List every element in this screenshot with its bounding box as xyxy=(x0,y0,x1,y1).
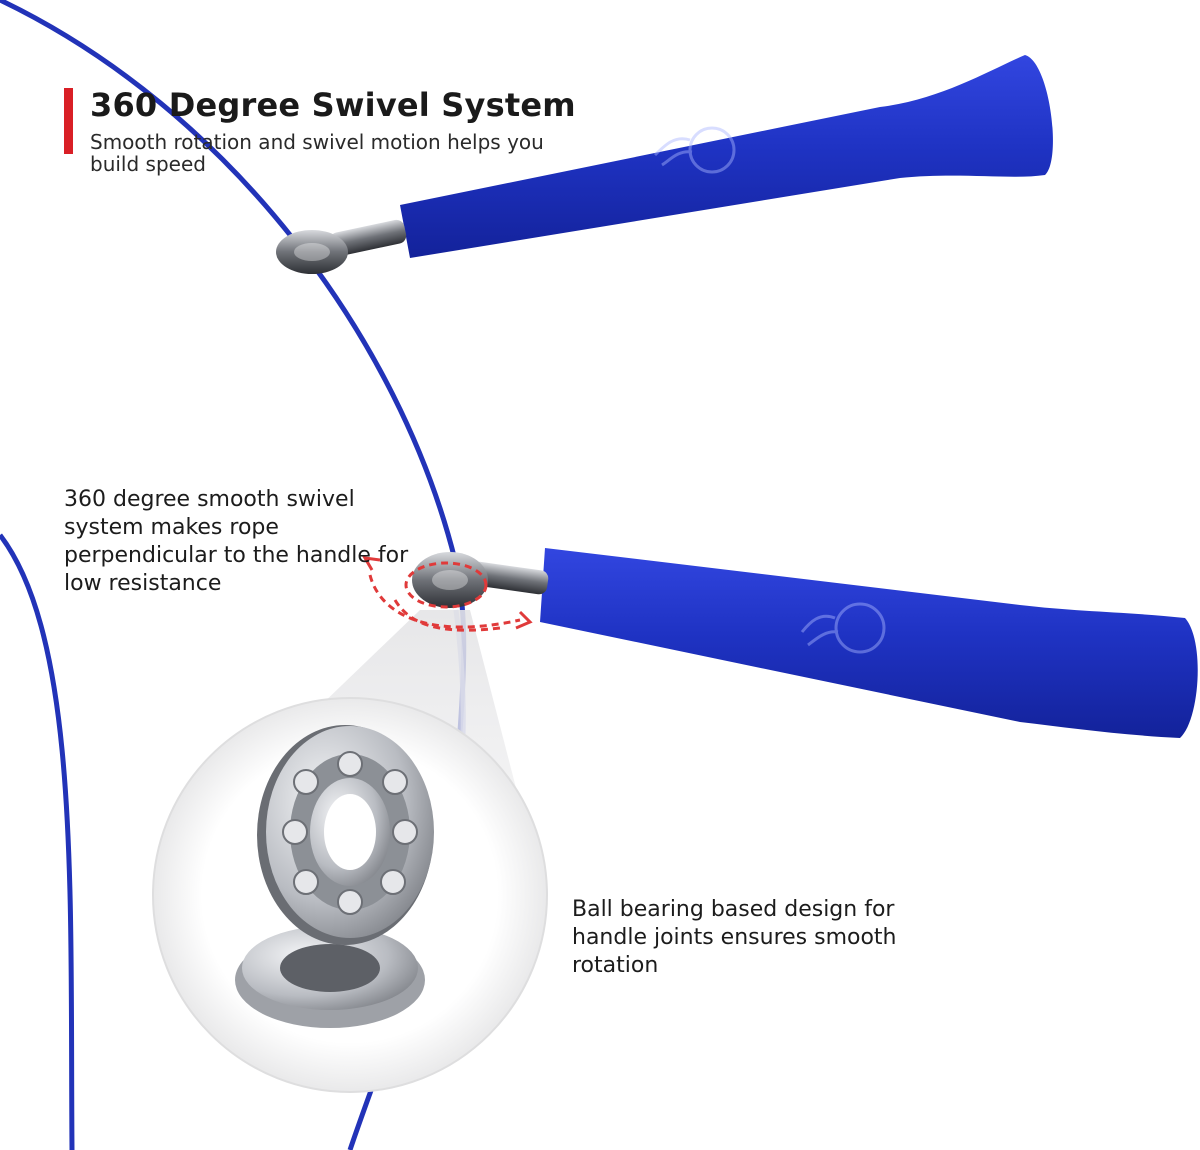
page-subtitle: Smooth rotation and swivel motion helps … xyxy=(90,130,544,176)
bottom-handle xyxy=(540,548,1198,738)
ball-bearing-icon xyxy=(152,697,548,1093)
page-title: 360 Degree Swivel System xyxy=(90,86,576,124)
rotation-arrows-icon xyxy=(362,556,533,632)
bearing-callout-text: Ball bearing based design for handle joi… xyxy=(572,897,897,978)
bottom-swivel-joint xyxy=(412,552,549,608)
flame-mascot-icon xyxy=(800,602,886,654)
swivel-callout-text: 360 degree smooth swivel system makes ro… xyxy=(64,487,409,596)
top-handle xyxy=(400,55,1053,258)
flame-mascot-icon xyxy=(653,126,736,174)
title-accent-bar xyxy=(64,88,73,154)
top-swivel-joint xyxy=(276,219,407,274)
